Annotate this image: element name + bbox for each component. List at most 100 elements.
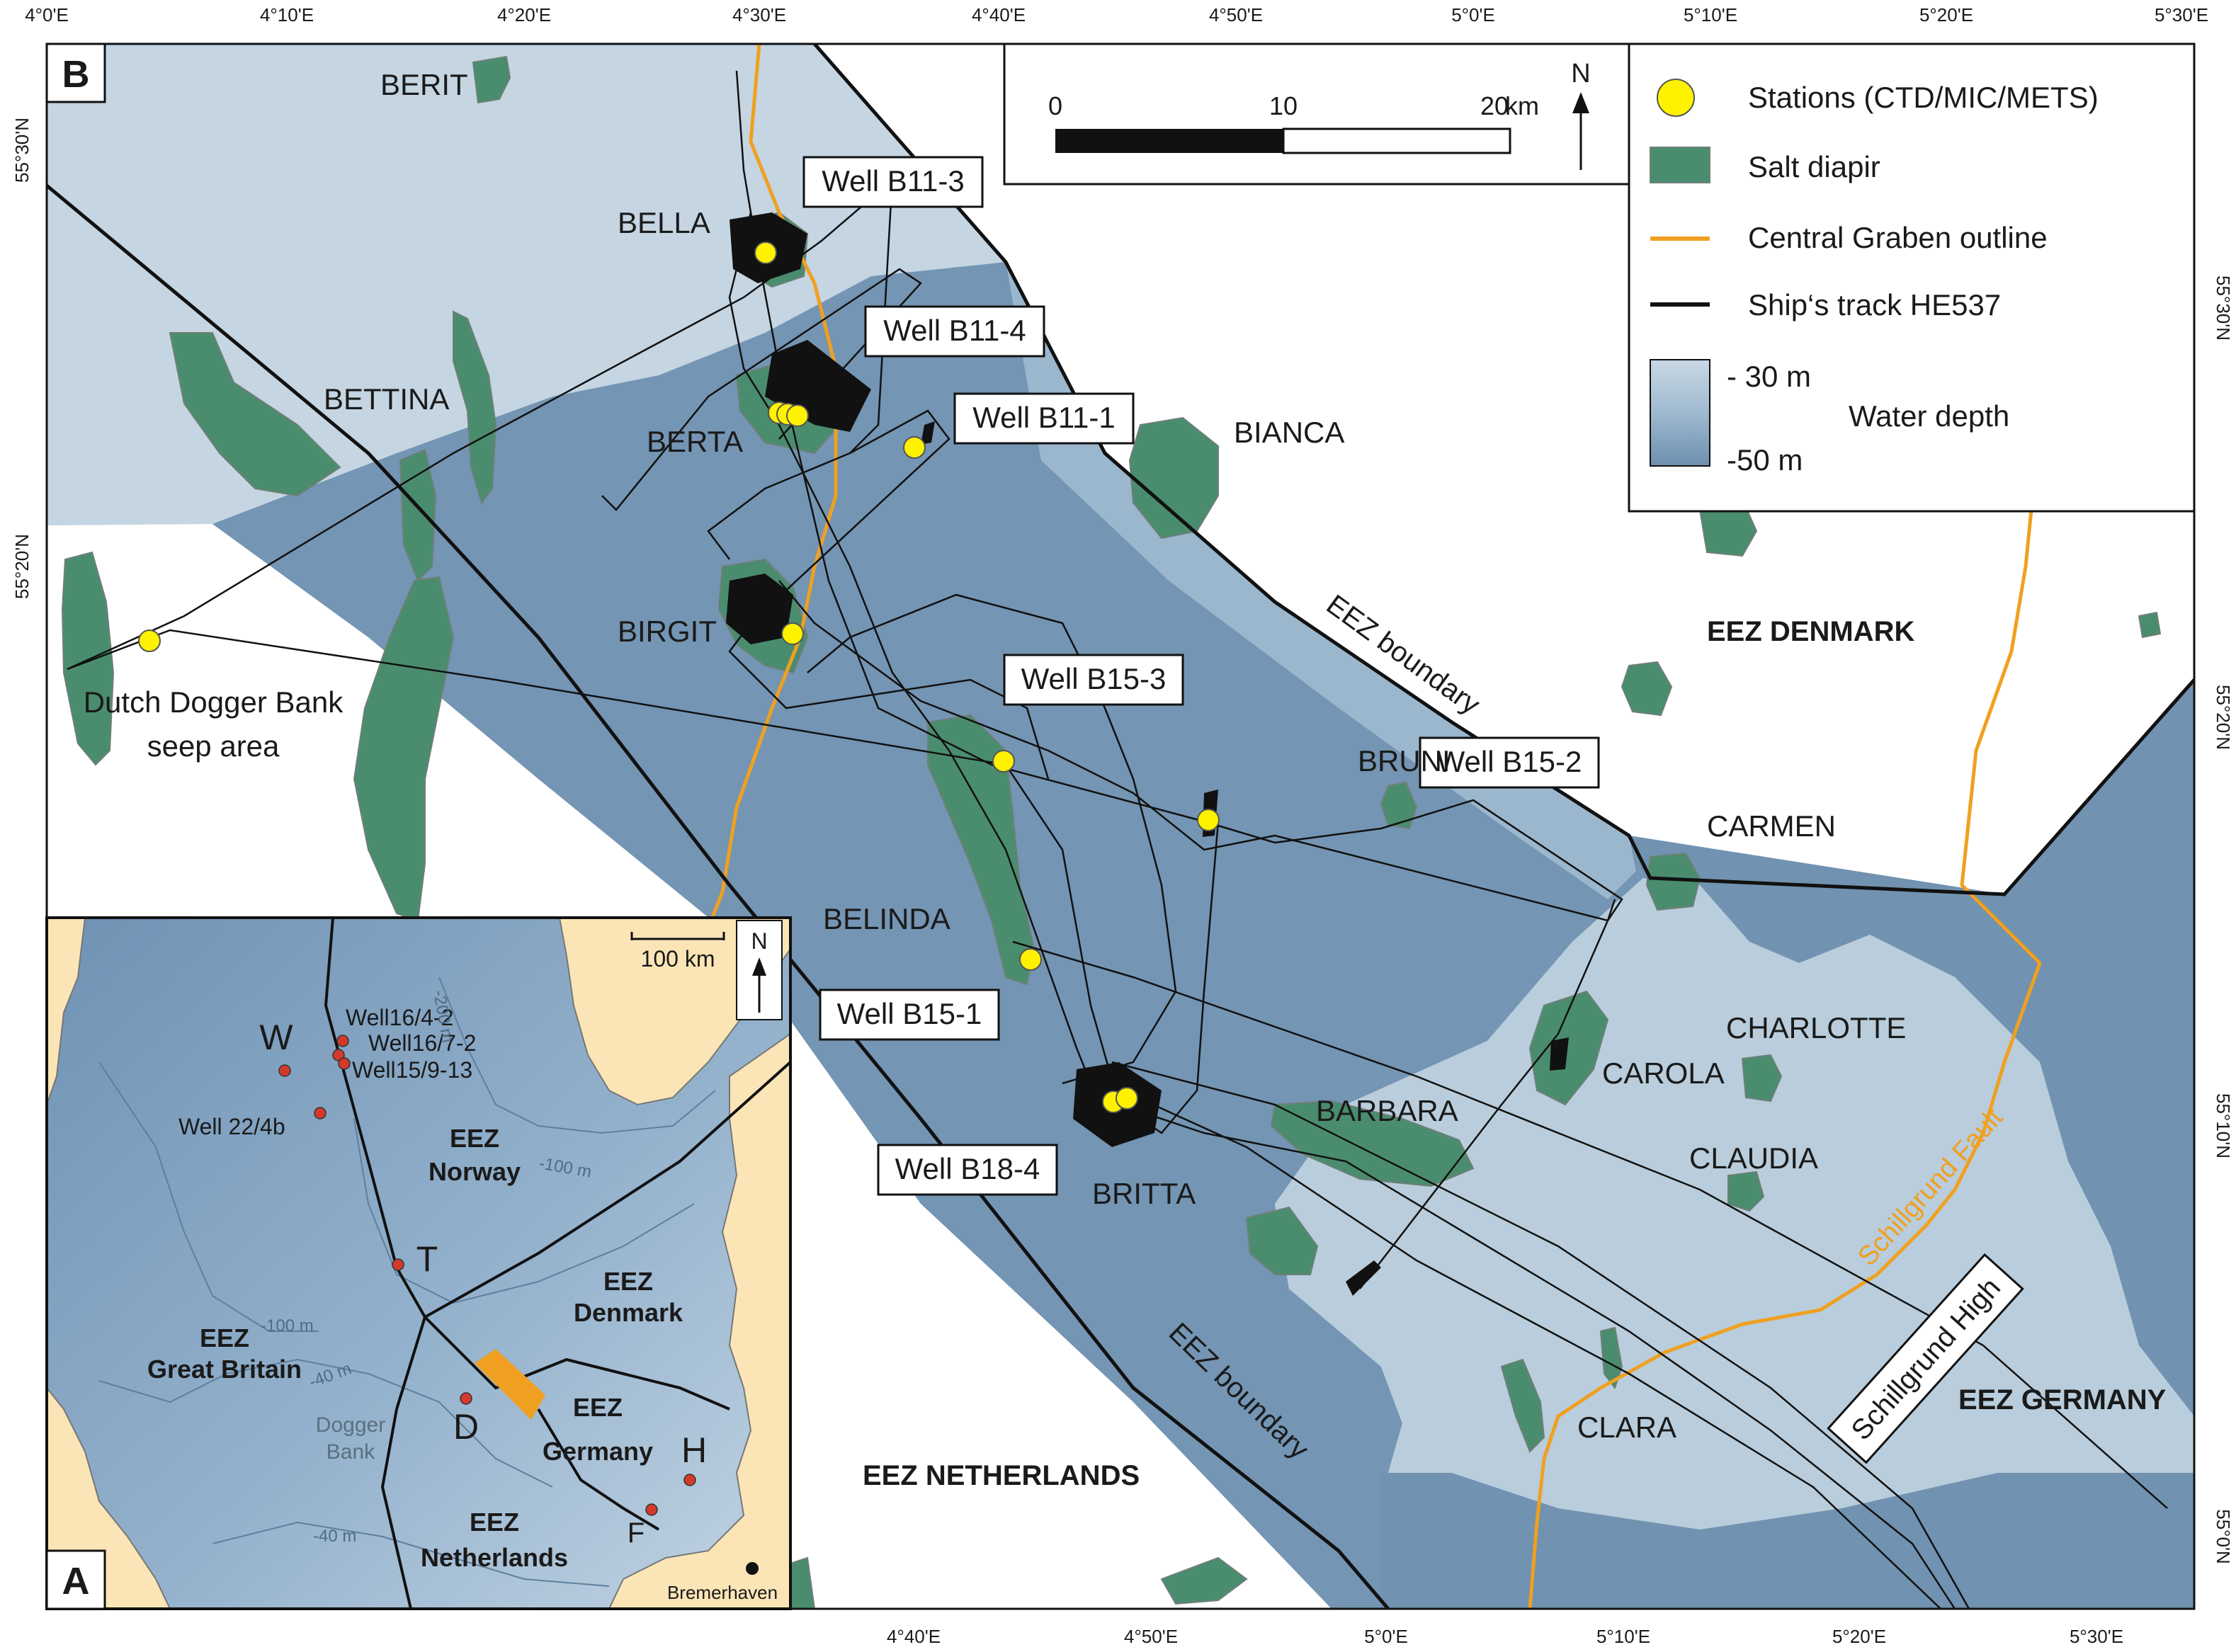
scale-bar-black (1055, 129, 1283, 153)
inset-eez-norway-1: EEZ (450, 1124, 499, 1153)
legend-track: Ship‘s track HE537 (1748, 288, 2001, 321)
legend-station-icon (1657, 79, 1695, 117)
legend-depth-shallow: - 30 m (1727, 360, 1811, 393)
station-birgit[interactable] (781, 622, 804, 645)
legend-diapir-icon (1650, 147, 1710, 183)
bottom-tick-5-0: 5°0'E (1364, 1626, 1408, 1647)
station-bella[interactable] (754, 241, 777, 264)
inset-eez-netherlands-2: Netherlands (421, 1543, 568, 1572)
station-b15-3[interactable] (992, 750, 1015, 773)
axis-labels: 4°0'E 4°10'E 4°20'E 4°30'E 4°40'E 4°50'E… (11, 4, 2234, 1647)
top-tick-4-40: 4°40'E (972, 4, 1026, 25)
inset-land-norway (558, 918, 790, 1106)
well-b11-3-label: Well B11-3 (822, 164, 965, 198)
well-b11-1-box (953, 392, 1135, 445)
inset-well-15-9-13: Well15/9-13 (352, 1057, 472, 1083)
top-tick-4-10: 4°10'E (260, 4, 314, 25)
bottom-tick-5-30: 5°30'E (2070, 1626, 2123, 1647)
inset-north-arrowhead-icon (752, 957, 766, 976)
legend-frame (1628, 42, 2196, 513)
inset-site-d: D (453, 1407, 479, 1447)
well-b15-2-box (1419, 736, 1600, 789)
inset-eez-norway-2: Norway (429, 1157, 521, 1186)
ships-track-loop-5 (728, 212, 1106, 1120)
station-b15-2[interactable] (1197, 809, 1220, 831)
right-tick-55-30: 55°30'N (2213, 275, 2234, 341)
diapir-britta-shape (1245, 1206, 1319, 1275)
right-tick-55-0: 55°0'N (2213, 1509, 2234, 1564)
north-letter: N (1571, 59, 1590, 89)
scale-tick-0: 0 (1048, 91, 1062, 120)
well-b15-3-label: Well B15-3 (1021, 662, 1167, 695)
label-bruni: BRUNI (1358, 744, 1451, 777)
label-claudia: CLAUDIA (1689, 1141, 1818, 1175)
top-tick-5-10: 5°10'E (1684, 4, 1737, 25)
diapir-clara-shape (1500, 1358, 1545, 1453)
well-b15-1-label: Well B15-1 (837, 997, 982, 1030)
diapir-bettina-shape (169, 332, 341, 497)
ships-track-loop-12 (807, 593, 1177, 1085)
diapir-south-2-shape (1160, 1556, 1248, 1605)
well-labels: Well B11-3 Well B11-4 Well B11-1 Well B1… (802, 156, 1600, 1196)
eez-germany-label: EEZ GERMANY (1958, 1384, 2167, 1415)
survey-mark-4 (1550, 1037, 1569, 1071)
diapir-strip-1-shape (453, 310, 497, 505)
station-b15-1[interactable] (1019, 948, 1042, 971)
panel-b-letter: B (62, 53, 90, 96)
diapir-carmen-shape (1645, 852, 1701, 911)
station-britta-2[interactable] (1116, 1087, 1138, 1110)
diapir-ne-1-shape (1621, 661, 1673, 717)
inset-site-t: T (416, 1239, 438, 1279)
inset-eez-lines (324, 918, 790, 1609)
survey-box-birgit (726, 574, 793, 644)
panel-a-box (45, 1549, 106, 1610)
eez-denmark-label: EEZ DENMARK (1707, 616, 1914, 647)
survey-mark-3 (1346, 1260, 1381, 1296)
dogger-bank-label-line1: Dutch Dogger Bank (84, 685, 344, 719)
ships-track-loop-8 (1090, 1075, 1941, 1609)
label-berit: BERIT (380, 68, 468, 101)
bottom-tick-4-40: 4°40'E (887, 1626, 941, 1647)
top-tick-4-20: 4°20'E (497, 4, 551, 25)
inset-eez-gb-1: EEZ (200, 1323, 249, 1352)
inset-eez-denmark-2: Denmark (574, 1298, 683, 1327)
inset-site-h: H (681, 1430, 707, 1470)
diapir-charlotte-shape (1741, 1054, 1783, 1103)
inset-dogger-2: Bank (327, 1440, 375, 1464)
label-charlotte: CHARLOTTE (1726, 1011, 1906, 1044)
label-carmen: CARMEN (1707, 809, 1836, 843)
well-b15-3-box (1003, 654, 1184, 706)
legend-salt: Salt diapir (1748, 150, 1880, 183)
station-b11-1[interactable] (903, 436, 926, 459)
diapir-berit-shape (472, 55, 511, 104)
inset-contour-100-b: -100 m (261, 1316, 314, 1335)
inset-bremerhaven: Bremerhaven (667, 1582, 778, 1603)
well-b11-4-label: Well B11-4 (883, 314, 1026, 347)
bottom-tick-4-50: 4°50'E (1124, 1626, 1178, 1647)
diapir-labels: BERIT BELLA BETTINA BERTA BIANCA BIRGIT … (324, 68, 1906, 1444)
scale-bar-box: 0 10 20 km N (1003, 42, 1630, 186)
inset-eez-gb-2: Great Britain (147, 1355, 302, 1384)
station-berta-3[interactable] (786, 404, 809, 427)
eez-netherlands-label: EEZ NETHERLANDS (863, 1460, 1140, 1491)
well-b15-1-box (819, 989, 1000, 1041)
inset-site-f: F (628, 1517, 645, 1549)
north-arrowhead-icon (1572, 92, 1589, 113)
ships-track-loop-4 (778, 580, 1616, 922)
scale-tick-20: 20 (1480, 91, 1509, 120)
legend: Stations (CTD/MIC/METS) Salt diapir Cent… (1628, 42, 2196, 513)
legend-graben: Central Graben outline (1748, 221, 2048, 254)
right-tick-55-10: 55°10'N (2213, 1093, 2234, 1158)
label-bianca: BIANCA (1234, 416, 1344, 449)
label-clara: CLARA (1577, 1411, 1676, 1444)
ships-track-loop-9 (1111, 1061, 1970, 1609)
bottom-tick-5-20: 5°20'E (1832, 1626, 1886, 1647)
legend-stations: Stations (CTD/MIC/METS) (1748, 81, 2099, 114)
diapir-claudia-shape (1727, 1170, 1765, 1212)
bottom-tick-5-10: 5°10'E (1596, 1626, 1650, 1647)
label-carola: CAROLA (1602, 1056, 1725, 1090)
station-dogger-bank[interactable] (138, 630, 161, 652)
legend-depth-icon (1650, 359, 1710, 467)
inset-north-letter: N (751, 928, 767, 954)
